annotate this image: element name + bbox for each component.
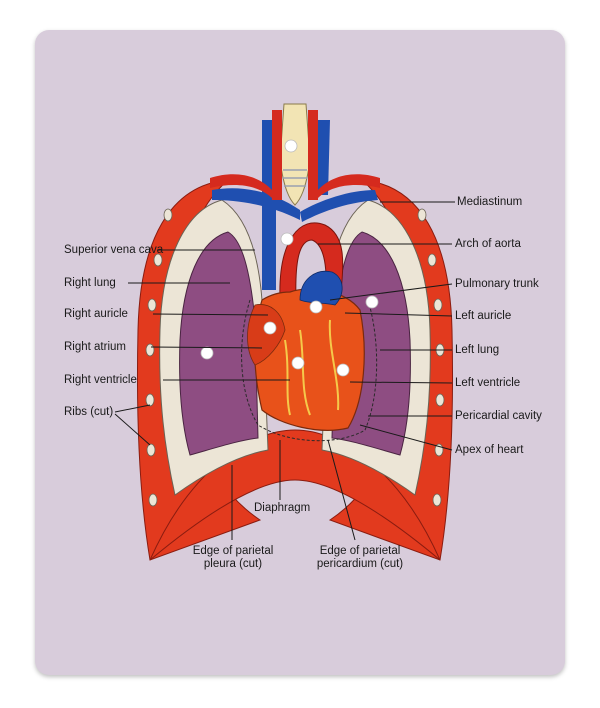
label-pericardial-cavity: Pericardial cavity: [455, 410, 542, 422]
label-right-lung: Right lung: [64, 277, 116, 289]
label-left-ventricle: Left ventricle: [455, 377, 521, 389]
subclavian-left: [210, 174, 272, 198]
label-apex-of-heart: Apex of heart: [455, 444, 524, 456]
label-parietal-pleura: Edge of parietal pleura (cut): [178, 545, 288, 571]
trachea: [279, 103, 311, 206]
leader-lines: [114, 201, 455, 541]
right-brachiocephalic-vein: [300, 190, 378, 222]
carotid-left: [272, 110, 282, 200]
coronary-vessels: [284, 319, 340, 416]
label-ribs-cut: Ribs (cut): [64, 406, 114, 418]
pericardium-edge: [241, 299, 378, 442]
carotid-right: [308, 110, 318, 200]
label-parietal-pericardium-line1: Edge of parietal: [319, 545, 401, 557]
label-diaphragm: Diaphragm: [254, 502, 311, 514]
right-atrium: [247, 304, 286, 366]
label-parietal-pleura-line1: Edge of parietal: [192, 545, 274, 557]
pins: [200, 139, 379, 377]
rib-cuts: [145, 208, 445, 507]
label-parietal-pericardium: Edge of parietal pericardium (cut): [300, 545, 420, 571]
label-left-lung: Left lung: [455, 344, 500, 356]
right-lung: [179, 231, 259, 456]
label-right-atrium: Right atrium: [64, 341, 126, 353]
label-arch-of-aorta: Arch of aorta: [455, 238, 521, 250]
pulmonary-trunk: [299, 270, 343, 306]
label-right-auricle: Right auricle: [64, 308, 128, 320]
label-superior-vena-cava: Superior vena cava: [64, 244, 164, 256]
label-left-auricle: Left auricle: [455, 310, 512, 322]
label-pulmonary-trunk: Pulmonary trunk: [455, 278, 539, 290]
left-jugular: [316, 120, 330, 195]
label-mediastinum: Mediastinum: [457, 196, 523, 208]
label-right-ventricle: Right ventricle: [64, 374, 137, 386]
left-brachiocephalic-vein: [212, 188, 300, 220]
label-parietal-pericardium-line2: pericardium (cut): [316, 558, 404, 570]
subclavian-right: [318, 174, 380, 198]
label-parietal-pleura-line2: pleura (cut): [203, 558, 263, 570]
